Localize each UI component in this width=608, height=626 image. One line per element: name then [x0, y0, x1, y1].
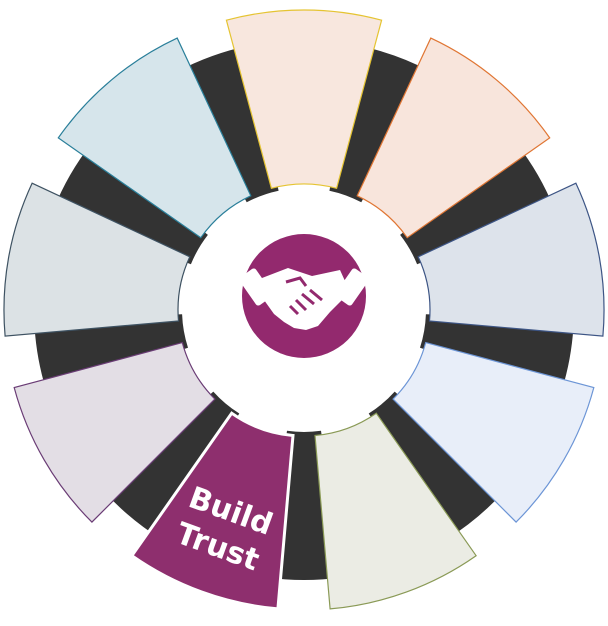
connector-block: [103, 391, 240, 539]
wheel-segment[interactable]: [314, 412, 477, 610]
wheel-segment[interactable]: [417, 182, 605, 337]
center-icon-group: [239, 234, 369, 358]
wheel-segment[interactable]: [57, 37, 252, 239]
wheel-segment[interactable]: [3, 182, 191, 337]
connector-block: [368, 391, 505, 539]
wheel-segments: [3, 9, 605, 611]
connector-block: [400, 143, 555, 265]
wheel-segment[interactable]: [392, 341, 595, 523]
wheel-segment[interactable]: [13, 341, 216, 523]
handshake-icon: [239, 268, 369, 330]
connector-block: [53, 143, 208, 265]
segment-build-trust[interactable]: [129, 411, 295, 611]
wheel-segment[interactable]: [356, 37, 551, 239]
wheel-segment[interactable]: [225, 9, 383, 190]
